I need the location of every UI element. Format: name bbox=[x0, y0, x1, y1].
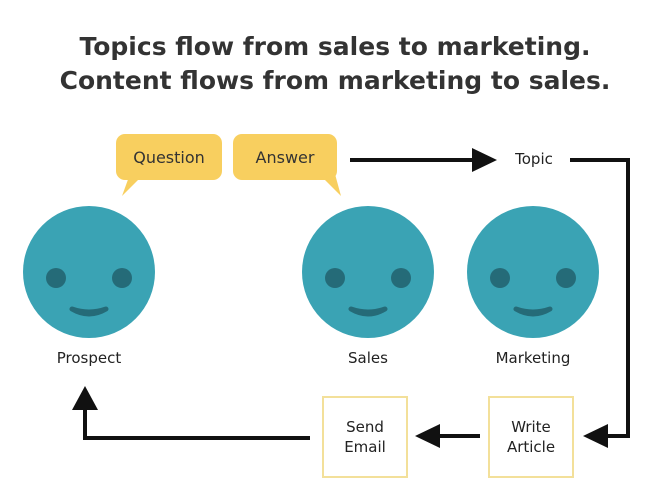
send-email-line-2: Email bbox=[344, 438, 386, 456]
title-line-2: Content flows from marketing to sales. bbox=[59, 66, 611, 95]
sales-to-topic-arrow-head-icon bbox=[472, 148, 497, 172]
send-email-box: Send Email bbox=[322, 396, 408, 478]
question-label: Question bbox=[133, 147, 205, 167]
send-email-to-prospect-line bbox=[83, 406, 310, 440]
speech-bubble-tail-icon bbox=[319, 174, 341, 196]
question-bubble: Question bbox=[116, 134, 222, 196]
marketing-label: Marketing bbox=[495, 349, 571, 367]
send-email-line-1: Send bbox=[346, 418, 384, 436]
speech-bubble-tail-icon bbox=[122, 174, 144, 196]
prospect-label: Prospect bbox=[56, 349, 122, 367]
write-article-line-2: Article bbox=[506, 438, 556, 456]
prospect-smiley-face-icon bbox=[23, 206, 155, 338]
topic-to-write-article-line bbox=[570, 158, 630, 438]
topic-label: Topic bbox=[515, 150, 553, 168]
title-line-1: Topics flow from sales to marketing. bbox=[79, 32, 591, 61]
page-title: Topics flow from sales to marketing. Con… bbox=[0, 30, 670, 98]
answer-label: Answer bbox=[255, 147, 315, 167]
write-article-box: Write Article bbox=[488, 396, 574, 478]
topic-to-write-article-arrow-head-icon bbox=[583, 424, 608, 448]
send-email-to-prospect-arrow-head-icon bbox=[72, 386, 98, 410]
sales-label: Sales bbox=[348, 349, 388, 367]
marketing-smiley-face-icon bbox=[467, 206, 599, 338]
write-article-line-1: Write bbox=[511, 418, 551, 436]
write-article-to-send-email-arrow-head-icon bbox=[415, 424, 440, 448]
answer-bubble: Answer bbox=[233, 134, 341, 196]
sales-smiley-face-icon bbox=[302, 206, 434, 338]
